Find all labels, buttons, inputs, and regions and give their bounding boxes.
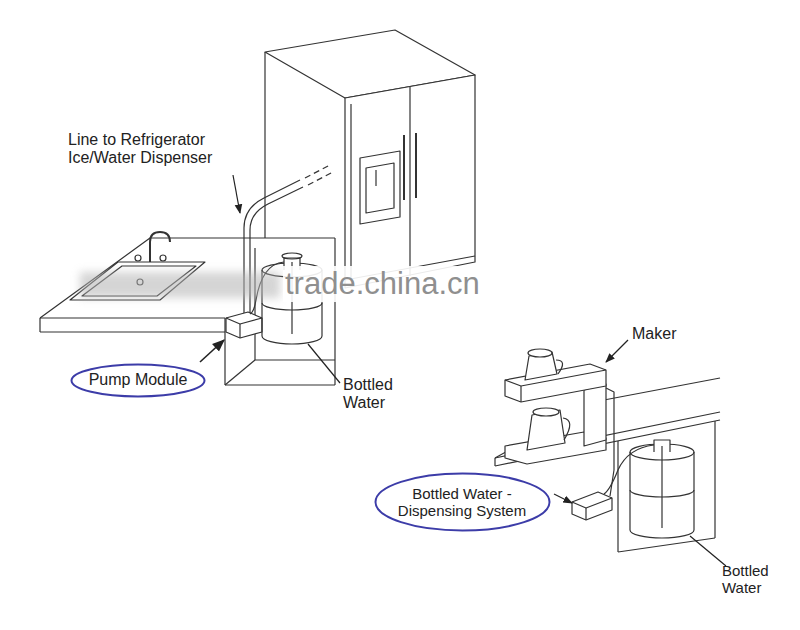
- bottle-bottom: [262, 336, 322, 344]
- part-label: Maker: [632, 325, 676, 343]
- dispenser-recess: [360, 151, 400, 224]
- fridge-door-split: [409, 87, 410, 276]
- cabinet-back: [255, 359, 335, 360]
- cabinet-edge: [617, 441, 618, 552]
- bottle-hose: [604, 445, 654, 494]
- ellipse-stroke: [375, 474, 549, 531]
- part-label: Bottled Water: [722, 562, 792, 597]
- maker-edge: [520, 386, 521, 402]
- counter-back-edge: [604, 378, 720, 400]
- leader-line: [308, 344, 340, 383]
- cabinet-bottom: [225, 384, 335, 385]
- part-label: Bottled Water: [343, 376, 423, 413]
- right-scene: [495, 340, 726, 566]
- left-scene: [40, 30, 475, 385]
- faucet: [150, 232, 170, 262]
- leader-arrow: [606, 340, 628, 362]
- counter-front-edge: [40, 317, 225, 318]
- pot-lid: [533, 408, 559, 416]
- fridge-handle: [403, 135, 405, 200]
- bottle-handle: [282, 253, 302, 259]
- dispensing-unit: [572, 492, 612, 520]
- fridge-side-edge: [264, 52, 265, 238]
- ellipse-text: Pump Module: [89, 371, 188, 389]
- cabinet-edge: [714, 421, 715, 538]
- fridge-door-edge: [350, 104, 351, 280]
- callout-text: Pump Module: [89, 371, 188, 389]
- bottle-tube: [661, 446, 662, 528]
- leader-arrow: [200, 340, 224, 362]
- cabinet-edge: [334, 238, 335, 385]
- dispenser-inner: [366, 163, 394, 213]
- line-label: Line to Refrigerator Ice/Water Dispenser: [68, 131, 243, 168]
- dispenser-lever: [375, 170, 376, 186]
- watermark: trade.china.cn: [283, 266, 482, 302]
- leader-arrow: [554, 494, 572, 503]
- pump-edge: [239, 324, 240, 338]
- bottle-bottom: [630, 530, 694, 538]
- ellipse-text: Bottled Water - Dispensing System: [396, 485, 528, 520]
- pump-module: [226, 312, 262, 338]
- blurred-watermark: [80, 272, 280, 298]
- fridge-handle: [415, 133, 417, 198]
- fridge-front: [345, 75, 475, 288]
- faucet-knob: [135, 255, 141, 261]
- unit-edge: [572, 498, 612, 508]
- leader-line: [690, 536, 726, 566]
- leader-arrow: [233, 175, 240, 213]
- pump-edge: [226, 318, 262, 324]
- counter-edge: [40, 331, 225, 332]
- pot-lid: [528, 349, 552, 357]
- unit-edge: [585, 508, 586, 520]
- hidden-line: [308, 172, 333, 185]
- ellipse-stroke: [72, 364, 205, 396]
- faucet-knob: [160, 255, 166, 261]
- pot-handle: [556, 360, 563, 374]
- callout-ellipse: Pump Module: [70, 363, 206, 398]
- counter-edge: [39, 318, 40, 332]
- pot-handle: [563, 418, 570, 440]
- cabinet-back: [225, 360, 255, 385]
- callout-ellipse: Bottled Water - Dispensing System: [374, 472, 551, 532]
- water-line: [606, 388, 614, 496]
- maker-column: [584, 384, 606, 446]
- counter-edge: [494, 458, 495, 466]
- callout-text: Bottled Water - Dispensing System: [396, 485, 528, 520]
